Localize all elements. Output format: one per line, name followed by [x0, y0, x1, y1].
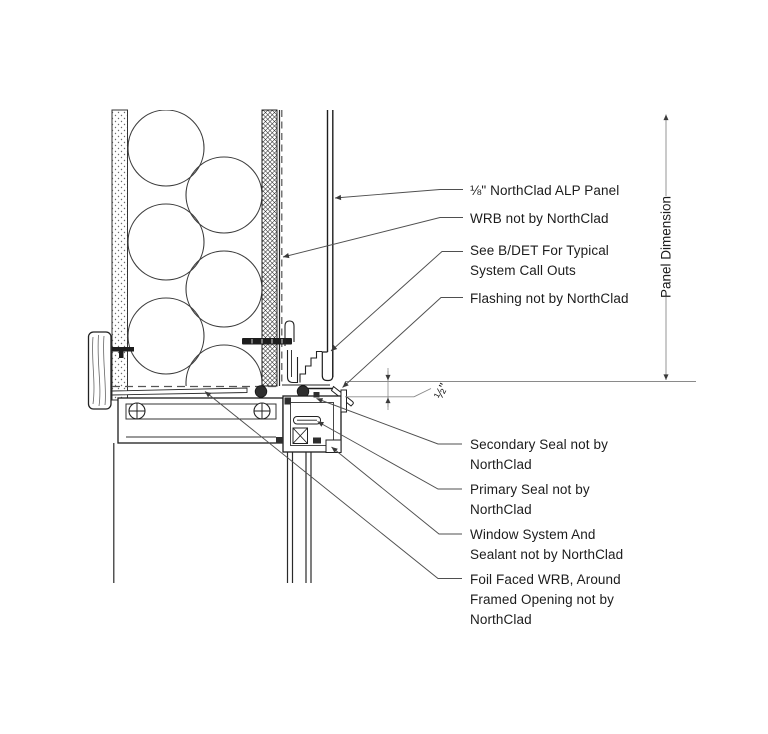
sheathing-layer — [261, 109, 278, 387]
leader-lines — [204, 189, 463, 579]
gasket-seal — [313, 392, 320, 398]
callout-secondary-seal: Secondary Seal not by NorthClad — [470, 437, 608, 472]
callout-foil-wrb: Foil Faced WRB, Around Framed Opening no… — [470, 572, 621, 627]
alp-panel — [321, 110, 334, 382]
phillips-screw-icon — [128, 402, 146, 420]
leader-alp-panel — [334, 189, 463, 201]
callout-window-system: Window System And Sealant not by NorthCl… — [470, 527, 624, 562]
window-mullion — [286, 452, 312, 583]
wall-assembly — [87, 109, 292, 410]
frame-bolt — [293, 416, 321, 425]
panel-clip-extrusions — [282, 320, 330, 386]
window-head-frame — [117, 385, 347, 453]
callout-wrb: WRB not by NorthClad — [470, 211, 609, 226]
frame-foot — [325, 439, 342, 453]
gasket-seal — [313, 437, 321, 444]
panel-bottom-hem — [321, 351, 334, 382]
furring-clip — [112, 347, 134, 358]
foil-wrb-wedge — [111, 387, 248, 396]
leader-see-bdet — [330, 251, 463, 352]
leader-foil-wrb — [204, 391, 462, 579]
mullion-cross-box — [292, 427, 308, 444]
dimension-lines — [345, 114, 696, 410]
batt-insulation — [127, 110, 262, 386]
leader-secondary-seal — [316, 398, 462, 445]
wood-grain-hatch — [92, 334, 106, 407]
hex-fastener-icon — [254, 385, 268, 398]
panel-fastener — [242, 338, 292, 345]
leader-flashing — [342, 297, 463, 388]
leader-window-system — [331, 446, 462, 535]
phillips-screw-icon — [253, 402, 271, 420]
leader-wrb — [282, 217, 463, 259]
gasket-seal — [284, 397, 291, 405]
wood-blocking — [87, 331, 112, 410]
callout-see-bdet: See B/DET For Typical System Call Outs — [470, 243, 609, 278]
gasket-seal — [276, 437, 283, 444]
panel-dimension-label: Panel Dimension — [658, 195, 674, 299]
leader-primary-seal — [317, 421, 462, 490]
callout-alp-panel: ⅛" NorthClad ALP Panel — [470, 183, 620, 198]
callout-flashing: Flashing not by NorthClad — [470, 291, 629, 306]
joint-dim-leader — [413, 388, 432, 398]
frame-exterior-fin — [340, 389, 347, 413]
callout-primary-seal: Primary Seal not by NorthClad — [470, 482, 590, 517]
